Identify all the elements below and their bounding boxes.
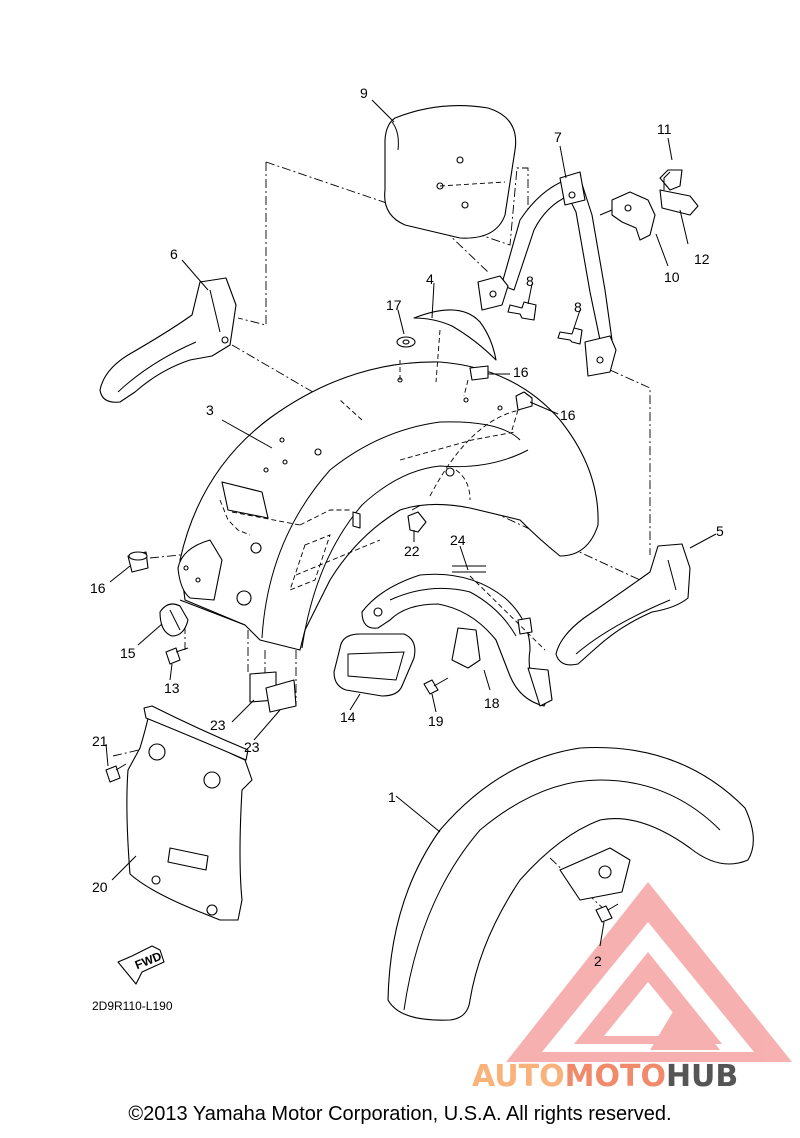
- reflectors: [249, 671, 297, 713]
- bolt-19: [423, 677, 449, 695]
- watermark-text: AUTOMOTOHUB: [472, 1059, 738, 1094]
- callout-1: 1: [388, 789, 396, 805]
- callout-8a: 8: [526, 273, 534, 289]
- backrest-pad: [384, 104, 517, 239]
- callout-23b: 23: [244, 739, 260, 755]
- diagram-code: 2D9R110-L190: [92, 999, 173, 1013]
- callout-19: 19: [428, 713, 444, 729]
- svg-text:AUTOMOTOHUB: AUTOMOTOHUB: [472, 1059, 738, 1094]
- callout-16c: 16: [90, 580, 106, 596]
- callout-3: 3: [206, 402, 214, 418]
- bolts-8: [507, 301, 583, 345]
- rear-rail-left: [99, 277, 237, 403]
- front-fender: [387, 746, 754, 1021]
- copyright-notice: ©2013 Yamaha Motor Corporation, U.S.A. A…: [128, 1103, 672, 1125]
- callout-17: 17: [386, 297, 402, 313]
- callout-16b: 16: [560, 407, 576, 423]
- fender-trim: [413, 309, 497, 383]
- bracket-assembly: [599, 169, 699, 241]
- callout-12: 12: [694, 251, 710, 267]
- callout-5: 5: [716, 523, 724, 539]
- callout-9: 9: [360, 85, 368, 101]
- sissy-bar: [477, 171, 617, 377]
- watermark-logo: [506, 882, 792, 1062]
- callout-14: 14: [340, 709, 356, 725]
- side-cover: [105, 705, 253, 921]
- callout-6: 6: [170, 246, 178, 262]
- callout-8b: 8: [574, 299, 582, 315]
- callout-22: 22: [404, 543, 420, 559]
- fwd-arrow-icon: FWD: [117, 945, 165, 985]
- callout-20: 20: [92, 879, 108, 895]
- callout-24: 24: [450, 532, 466, 548]
- callout-11: 11: [657, 121, 672, 137]
- callout-23a: 23: [210, 717, 226, 733]
- callout-21: 21: [92, 733, 108, 749]
- clip-22: [407, 511, 427, 533]
- callout-10: 10: [664, 269, 680, 285]
- callout-16a: 16: [513, 364, 529, 380]
- fender-cap: [159, 603, 189, 665]
- rear-rail-right: [555, 543, 691, 666]
- grommets: [127, 336, 533, 573]
- callout-15: 15: [120, 645, 136, 661]
- callout-18: 18: [484, 695, 500, 711]
- callout-labels: 9 7 11 12 10 8 8 6 4 17 16 16 3 5 22 24 …: [90, 85, 724, 1013]
- bolt-2: [595, 903, 619, 923]
- callout-7: 7: [554, 129, 562, 145]
- rear-fender: [177, 360, 599, 651]
- license-bracket: [361, 573, 553, 707]
- callout-4: 4: [426, 271, 434, 287]
- callout-13: 13: [164, 680, 180, 696]
- callout-2: 2: [594, 953, 602, 969]
- leader-lines: [105, 99, 717, 947]
- taillight-lens: [333, 633, 416, 697]
- strip-24: [452, 565, 486, 573]
